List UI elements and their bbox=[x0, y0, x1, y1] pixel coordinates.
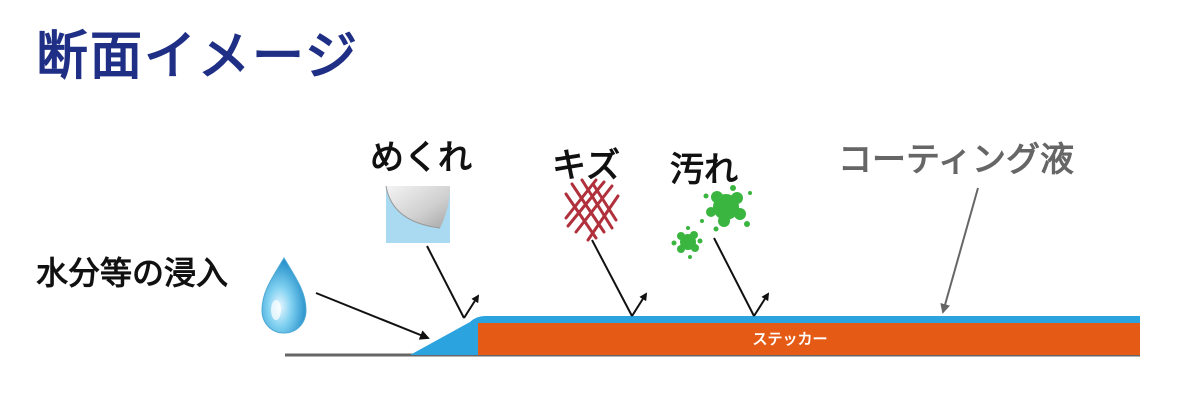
water-drop-icon bbox=[261, 257, 307, 334]
page-title: 断面イメージ bbox=[36, 27, 359, 87]
coating-pointer bbox=[940, 187, 979, 314]
label-dirt: 汚れ bbox=[670, 150, 738, 190]
stain-splat-icon bbox=[671, 185, 752, 259]
scratch-marks-icon bbox=[564, 178, 620, 242]
label-peeling: めくれ bbox=[370, 138, 472, 178]
dirt-pointer bbox=[713, 237, 770, 317]
scratch-pointer bbox=[591, 239, 648, 317]
label-coating-liquid: コーティング液 bbox=[838, 140, 1074, 180]
peel-pointer bbox=[426, 245, 480, 319]
label-scratch: キズ bbox=[552, 146, 620, 186]
peeling-corner-icon bbox=[385, 185, 450, 243]
sticker-layer bbox=[478, 323, 1140, 355]
water-intrusion-arrow bbox=[315, 292, 430, 340]
sticker-label: ステッカー bbox=[752, 330, 827, 348]
label-water-intrusion: 水分等の浸入 bbox=[36, 254, 229, 292]
